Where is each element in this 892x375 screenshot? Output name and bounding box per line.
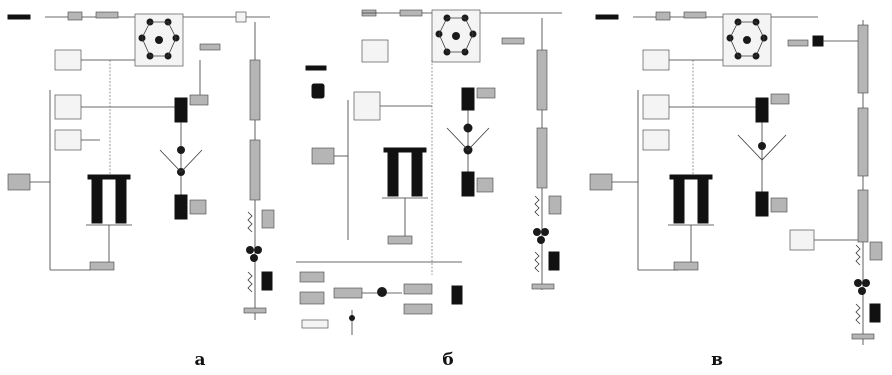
node	[463, 123, 473, 133]
control-unit	[642, 49, 670, 71]
cable-segment	[536, 49, 548, 111]
ground-block	[851, 333, 875, 340]
label-block	[189, 94, 209, 106]
transformer-node	[854, 279, 870, 295]
controller-block	[54, 129, 82, 151]
rectifier-bridge	[431, 9, 481, 63]
load-block	[869, 303, 881, 323]
cable-segment	[249, 139, 261, 201]
controller-block	[353, 91, 381, 121]
source-block	[305, 65, 327, 71]
panel-c-schematic	[589, 11, 883, 345]
line-resistor	[199, 43, 221, 51]
node	[758, 142, 766, 150]
input-signal-block	[7, 173, 31, 191]
source-block	[595, 14, 619, 20]
display-block	[789, 229, 815, 251]
panel-a-schematic	[7, 11, 275, 320]
line-resistor	[683, 11, 707, 19]
cable-segment	[249, 59, 261, 121]
rectifier-bridge	[722, 13, 772, 67]
transformer-node	[246, 246, 262, 262]
line-resistor	[399, 9, 423, 17]
switch-element	[655, 11, 671, 21]
ground-block	[243, 307, 267, 314]
panel-a	[0, 0, 290, 345]
exciter-block	[387, 235, 413, 245]
rectifier-bridge	[134, 13, 184, 67]
cable-segment	[857, 189, 869, 243]
input-signal-block	[311, 147, 335, 165]
generator-unit	[382, 147, 428, 199]
label-block	[770, 197, 788, 213]
label-block	[189, 199, 207, 215]
controller-block	[54, 94, 82, 120]
transformer-node	[533, 228, 549, 244]
resistor-load	[247, 211, 253, 233]
line-resistor	[95, 11, 119, 19]
caption-c: в	[711, 350, 723, 370]
load-block	[261, 271, 273, 291]
load-block	[261, 209, 275, 229]
resistor-load	[534, 195, 540, 217]
resistor-load	[247, 271, 253, 293]
resistor-load	[534, 251, 540, 273]
line-resistor	[501, 37, 525, 45]
caption-b: б	[442, 350, 454, 370]
meter-block	[235, 11, 247, 23]
ground-block	[531, 283, 555, 290]
auxiliary-circuit	[296, 261, 463, 335]
cable-segment	[857, 24, 869, 94]
cable-segment	[536, 127, 548, 189]
panel-b	[292, 0, 586, 345]
meter-block	[812, 35, 824, 47]
generator-unit	[86, 174, 132, 226]
cable-segment	[857, 107, 869, 177]
load-block	[548, 251, 560, 271]
switch-element	[67, 11, 83, 21]
motor-block	[174, 194, 188, 220]
load-block	[548, 195, 562, 215]
control-unit	[361, 39, 389, 63]
caption-a: а	[194, 350, 206, 370]
load-block	[869, 241, 883, 261]
label-block	[476, 177, 494, 193]
controller-block	[642, 129, 670, 151]
label-block	[476, 87, 496, 99]
exciter-block	[673, 261, 699, 271]
panel-c	[588, 0, 892, 345]
node	[177, 146, 185, 154]
motor-block	[755, 97, 769, 123]
battery-block	[311, 83, 325, 99]
motor-block	[174, 97, 188, 123]
controller-block	[642, 94, 670, 120]
generator-unit	[668, 174, 714, 226]
panel-b-schematic	[296, 9, 562, 335]
source-block	[7, 14, 31, 20]
resistor-load	[855, 303, 861, 325]
motor-block	[461, 171, 475, 197]
label-block	[770, 93, 790, 105]
control-unit	[54, 49, 82, 71]
exciter-block	[89, 261, 115, 271]
motor-block	[461, 87, 475, 111]
input-signal-block	[589, 173, 613, 191]
resistor-load	[855, 244, 861, 266]
line-resistor	[787, 39, 809, 47]
motor-block	[755, 191, 769, 217]
